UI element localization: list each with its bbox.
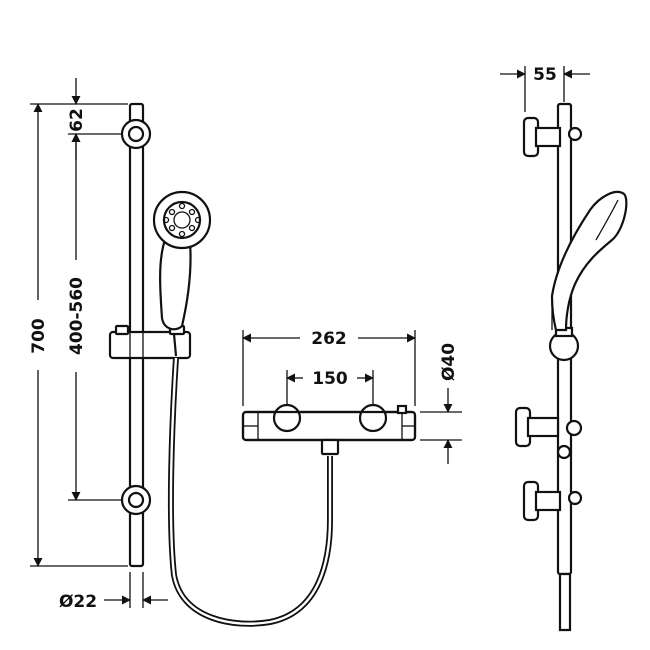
label-150: 150 xyxy=(312,369,348,389)
front-bar-valve xyxy=(241,403,417,456)
front-handset xyxy=(152,190,212,357)
label-40: Ø40 xyxy=(439,343,459,381)
dim-262 xyxy=(242,330,416,406)
dim-400-560 xyxy=(68,133,122,501)
label-262: 262 xyxy=(311,329,347,349)
dim-55 xyxy=(500,66,590,112)
dim-150 xyxy=(286,370,374,404)
label-22: Ø22 xyxy=(59,592,97,612)
dim-22 xyxy=(104,572,168,608)
label-700: 700 xyxy=(29,318,49,354)
label-62: 62 xyxy=(67,108,87,132)
shower-hose xyxy=(167,357,333,627)
dim-40 xyxy=(420,388,462,464)
label-55: 55 xyxy=(533,65,557,85)
front-riser-rail xyxy=(108,102,192,568)
label-400-560: 400-560 xyxy=(67,277,87,355)
side-view-rail xyxy=(514,102,628,632)
